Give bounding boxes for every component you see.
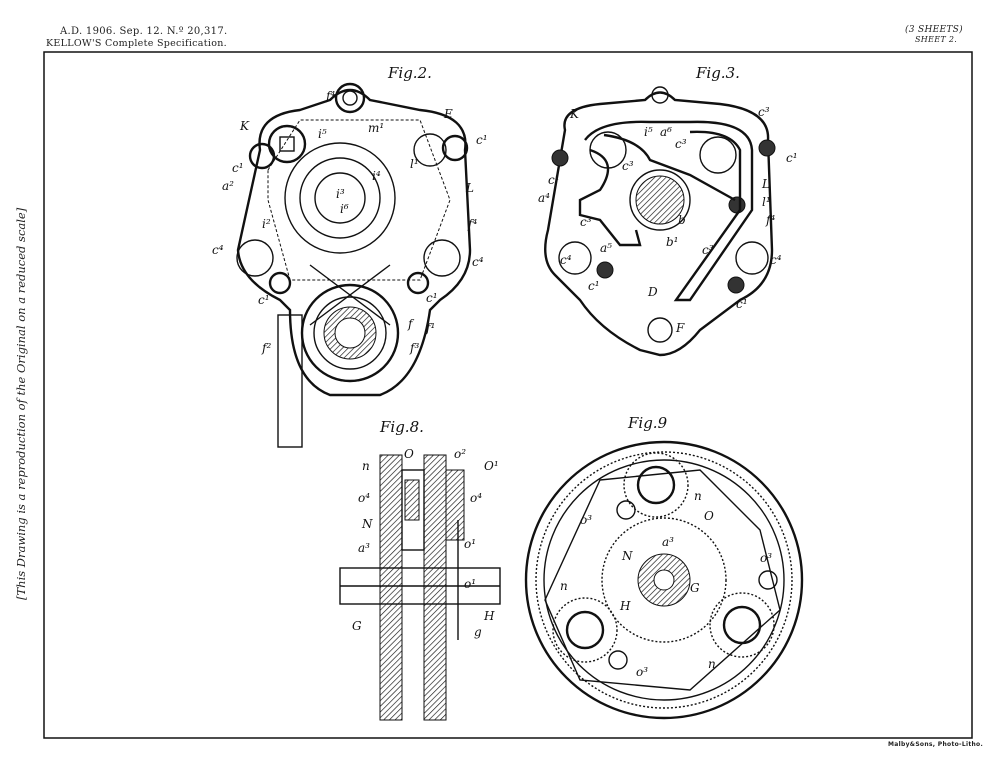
part-label: L bbox=[465, 181, 474, 195]
part-label: o¹ bbox=[464, 537, 476, 551]
part-label: o¹ bbox=[464, 577, 476, 591]
part-label: c¹ bbox=[232, 161, 244, 175]
part-label: o³ bbox=[760, 551, 772, 565]
part-label: o² bbox=[454, 447, 466, 461]
figure-2: Fig.2. K f⁴ E c¹ c¹ i⁵ m¹ l¹ i³ i⁶ i⁴ L … bbox=[212, 64, 488, 448]
part-label: c³ bbox=[702, 243, 714, 257]
part-label: O¹ bbox=[484, 459, 499, 473]
part-label: G bbox=[690, 581, 700, 595]
part-label: c¹ bbox=[736, 297, 748, 311]
part-label: n bbox=[708, 657, 716, 671]
part-label: L bbox=[761, 177, 770, 191]
fig3-labels: K i⁵ a⁶ c³ c³ c¹ c³ L l¹ a⁴ c³ b a⁵ b¹ c… bbox=[538, 105, 798, 335]
part-label: i³ bbox=[336, 187, 345, 201]
part-label: m¹ bbox=[368, 121, 384, 135]
part-label: c⁴ bbox=[560, 253, 572, 267]
part-label: c¹ bbox=[476, 133, 488, 147]
part-label: O bbox=[404, 447, 414, 461]
part-label: g bbox=[474, 625, 482, 639]
part-label: i⁵ bbox=[644, 125, 653, 139]
part-label: b bbox=[678, 213, 686, 227]
part-label: D bbox=[647, 285, 658, 299]
part-label: o³ bbox=[580, 513, 592, 527]
part-label: F bbox=[675, 321, 685, 335]
part-label: c³ bbox=[758, 105, 770, 119]
part-label: a³ bbox=[662, 535, 674, 549]
part-label: c¹ bbox=[588, 279, 600, 293]
lithographer-credit: Malby&Sons, Photo-Litho. bbox=[888, 741, 984, 748]
part-label: c¹ bbox=[426, 291, 438, 305]
part-label: i⁴ bbox=[372, 169, 381, 183]
sheet-count: (3 SHEETS) bbox=[905, 25, 963, 35]
part-label: b¹ bbox=[666, 235, 679, 249]
fig2-title: Fig.2. bbox=[387, 64, 432, 82]
fig9-title: Fig.9 bbox=[627, 414, 668, 432]
part-label: O bbox=[704, 509, 714, 523]
part-label: a³ bbox=[358, 541, 370, 555]
fig2-labels: K f⁴ E c¹ c¹ i⁵ m¹ l¹ i³ i⁶ i⁴ L a² i² f… bbox=[212, 89, 488, 355]
part-label: c⁴ bbox=[472, 255, 484, 269]
part-label: c³ bbox=[675, 137, 687, 151]
part-label: o³ bbox=[636, 665, 648, 679]
figure-8: Fig.8. n O o² O¹ o⁴ o⁴ N a³ o¹ o¹ G H g bbox=[339, 418, 501, 721]
figure-3: Fig.3. K i⁵ a⁶ c³ c³ c¹ c³ L l¹ a⁴ c³ b … bbox=[538, 64, 798, 357]
part-label: l¹ bbox=[410, 157, 419, 171]
part-label: i⁶ bbox=[340, 202, 349, 216]
part-label: n bbox=[560, 579, 568, 593]
part-label: H bbox=[483, 609, 495, 623]
specification-title: KELLOW'S Complete Specification. bbox=[46, 38, 227, 49]
part-label: K bbox=[239, 119, 250, 133]
fig8-title: Fig.8. bbox=[379, 418, 424, 436]
part-label: l¹ bbox=[762, 195, 771, 209]
part-label: a² bbox=[222, 179, 234, 193]
part-label: N bbox=[361, 517, 373, 531]
figure-9: Fig.9 n O o³ N a³ G H o³ n n o³ bbox=[524, 414, 804, 720]
part-label: c¹ bbox=[548, 173, 560, 187]
part-label: o⁴ bbox=[470, 491, 482, 505]
part-label: n bbox=[362, 459, 370, 473]
part-label: N bbox=[621, 549, 633, 563]
patent-number-header: A.D. 1906. Sep. 12. N.º 20,317. bbox=[60, 26, 228, 37]
part-label: f⁴ bbox=[765, 213, 775, 227]
part-label: f⁴ bbox=[467, 217, 477, 231]
part-label: a⁶ bbox=[660, 125, 672, 139]
part-label: f⁴ bbox=[325, 89, 335, 103]
part-label: f² bbox=[261, 341, 271, 355]
fig9-labels: n O o³ N a³ G H o³ n n o³ bbox=[560, 489, 772, 679]
part-label: c³ bbox=[622, 159, 634, 173]
part-label: i⁵ bbox=[318, 127, 327, 141]
part-label: c¹ bbox=[258, 293, 270, 307]
part-label: G bbox=[352, 619, 362, 633]
part-label: n bbox=[694, 489, 702, 503]
part-label: f³ bbox=[409, 341, 419, 355]
part-label: c⁴ bbox=[770, 253, 782, 267]
part-label: f¹ bbox=[425, 321, 435, 335]
fig3-title: Fig.3. bbox=[695, 64, 740, 82]
part-label: i² bbox=[262, 217, 271, 231]
sheet-number: SHEET 2. bbox=[915, 35, 958, 44]
part-label: o⁴ bbox=[358, 491, 370, 505]
part-label: E bbox=[443, 107, 453, 121]
part-label: a⁴ bbox=[538, 191, 550, 205]
part-label: a⁵ bbox=[600, 241, 612, 255]
part-label: K bbox=[569, 107, 580, 121]
part-label: c³ bbox=[580, 215, 592, 229]
part-label: f bbox=[407, 317, 415, 331]
part-label: c¹ bbox=[786, 151, 798, 165]
fig8-labels: n O o² O¹ o⁴ o⁴ N a³ o¹ o¹ G H g bbox=[352, 447, 499, 639]
part-label: H bbox=[619, 599, 631, 613]
part-label: c⁴ bbox=[212, 243, 224, 257]
drawing-border bbox=[43, 51, 973, 739]
